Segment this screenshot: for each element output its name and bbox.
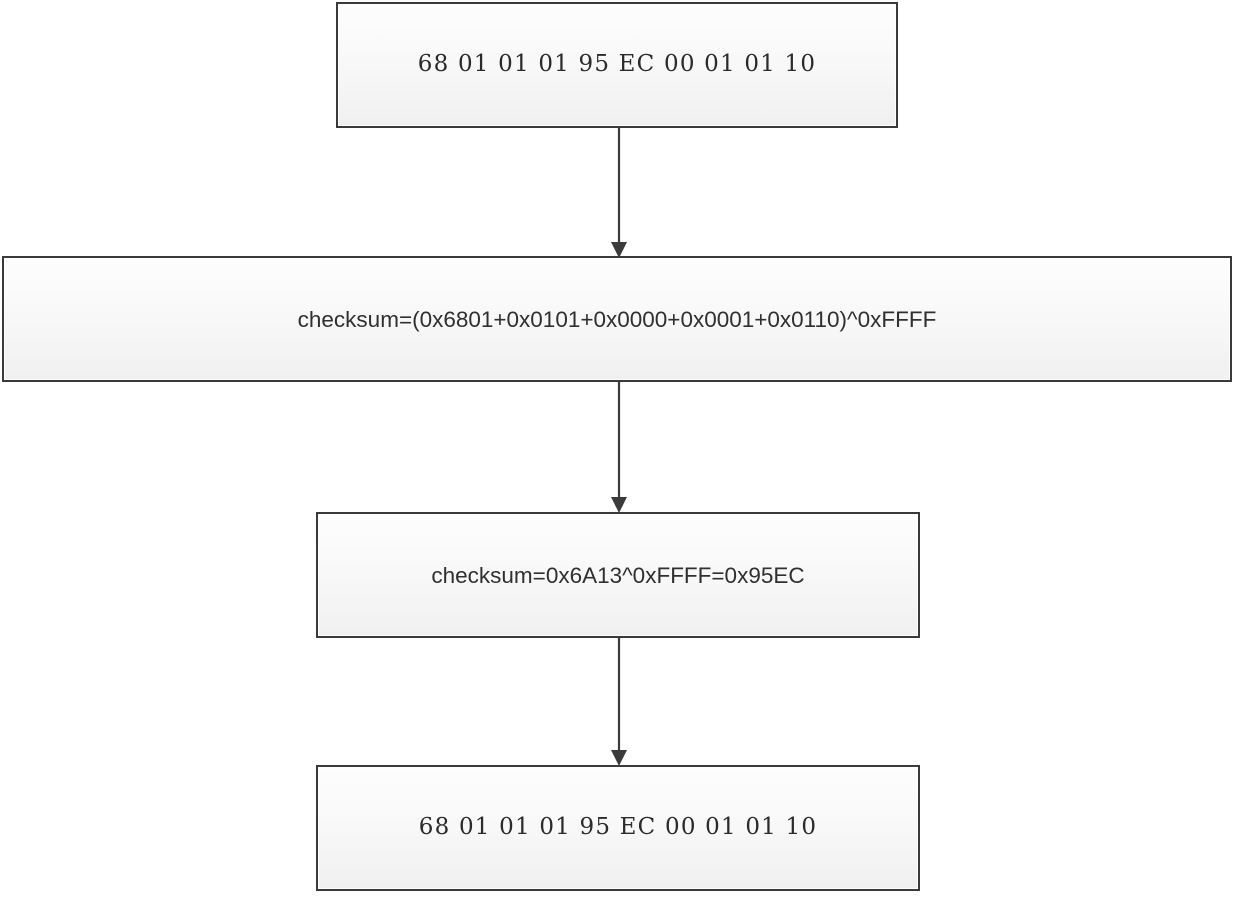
node-frame-bottom-label: 68 01 01 01 95 EC 00 01 01 10	[418, 814, 818, 841]
arrowhead-down-icon	[611, 497, 627, 513]
node-formula-result-label: checksum=0x6A13^0xFFFF=0x95EC	[431, 562, 805, 588]
arrowhead-down-icon	[611, 750, 627, 766]
node-frame-top[interactable]: 68 01 01 01 95 EC 00 01 01 10	[336, 2, 898, 128]
node-frame-top-label: 68 01 01 01 95 EC 00 01 01 10	[417, 51, 817, 78]
arrowhead-down-icon	[611, 242, 627, 258]
node-formula-result[interactable]: checksum=0x6A13^0xFFFF=0x95EC	[316, 512, 920, 638]
connector-frame-top-to-formula-sum	[611, 127, 627, 258]
node-formula-sum-label: checksum=(0x6801+0x0101+0x0000+0x0001+0x…	[297, 306, 937, 332]
node-formula-sum[interactable]: checksum=(0x6801+0x0101+0x0000+0x0001+0x…	[2, 256, 1232, 382]
connector-formula-sum-to-formula-result	[611, 381, 627, 513]
connector-formula-result-to-frame-bottom	[611, 637, 627, 766]
node-frame-bottom[interactable]: 68 01 01 01 95 EC 00 01 01 10	[316, 765, 920, 891]
